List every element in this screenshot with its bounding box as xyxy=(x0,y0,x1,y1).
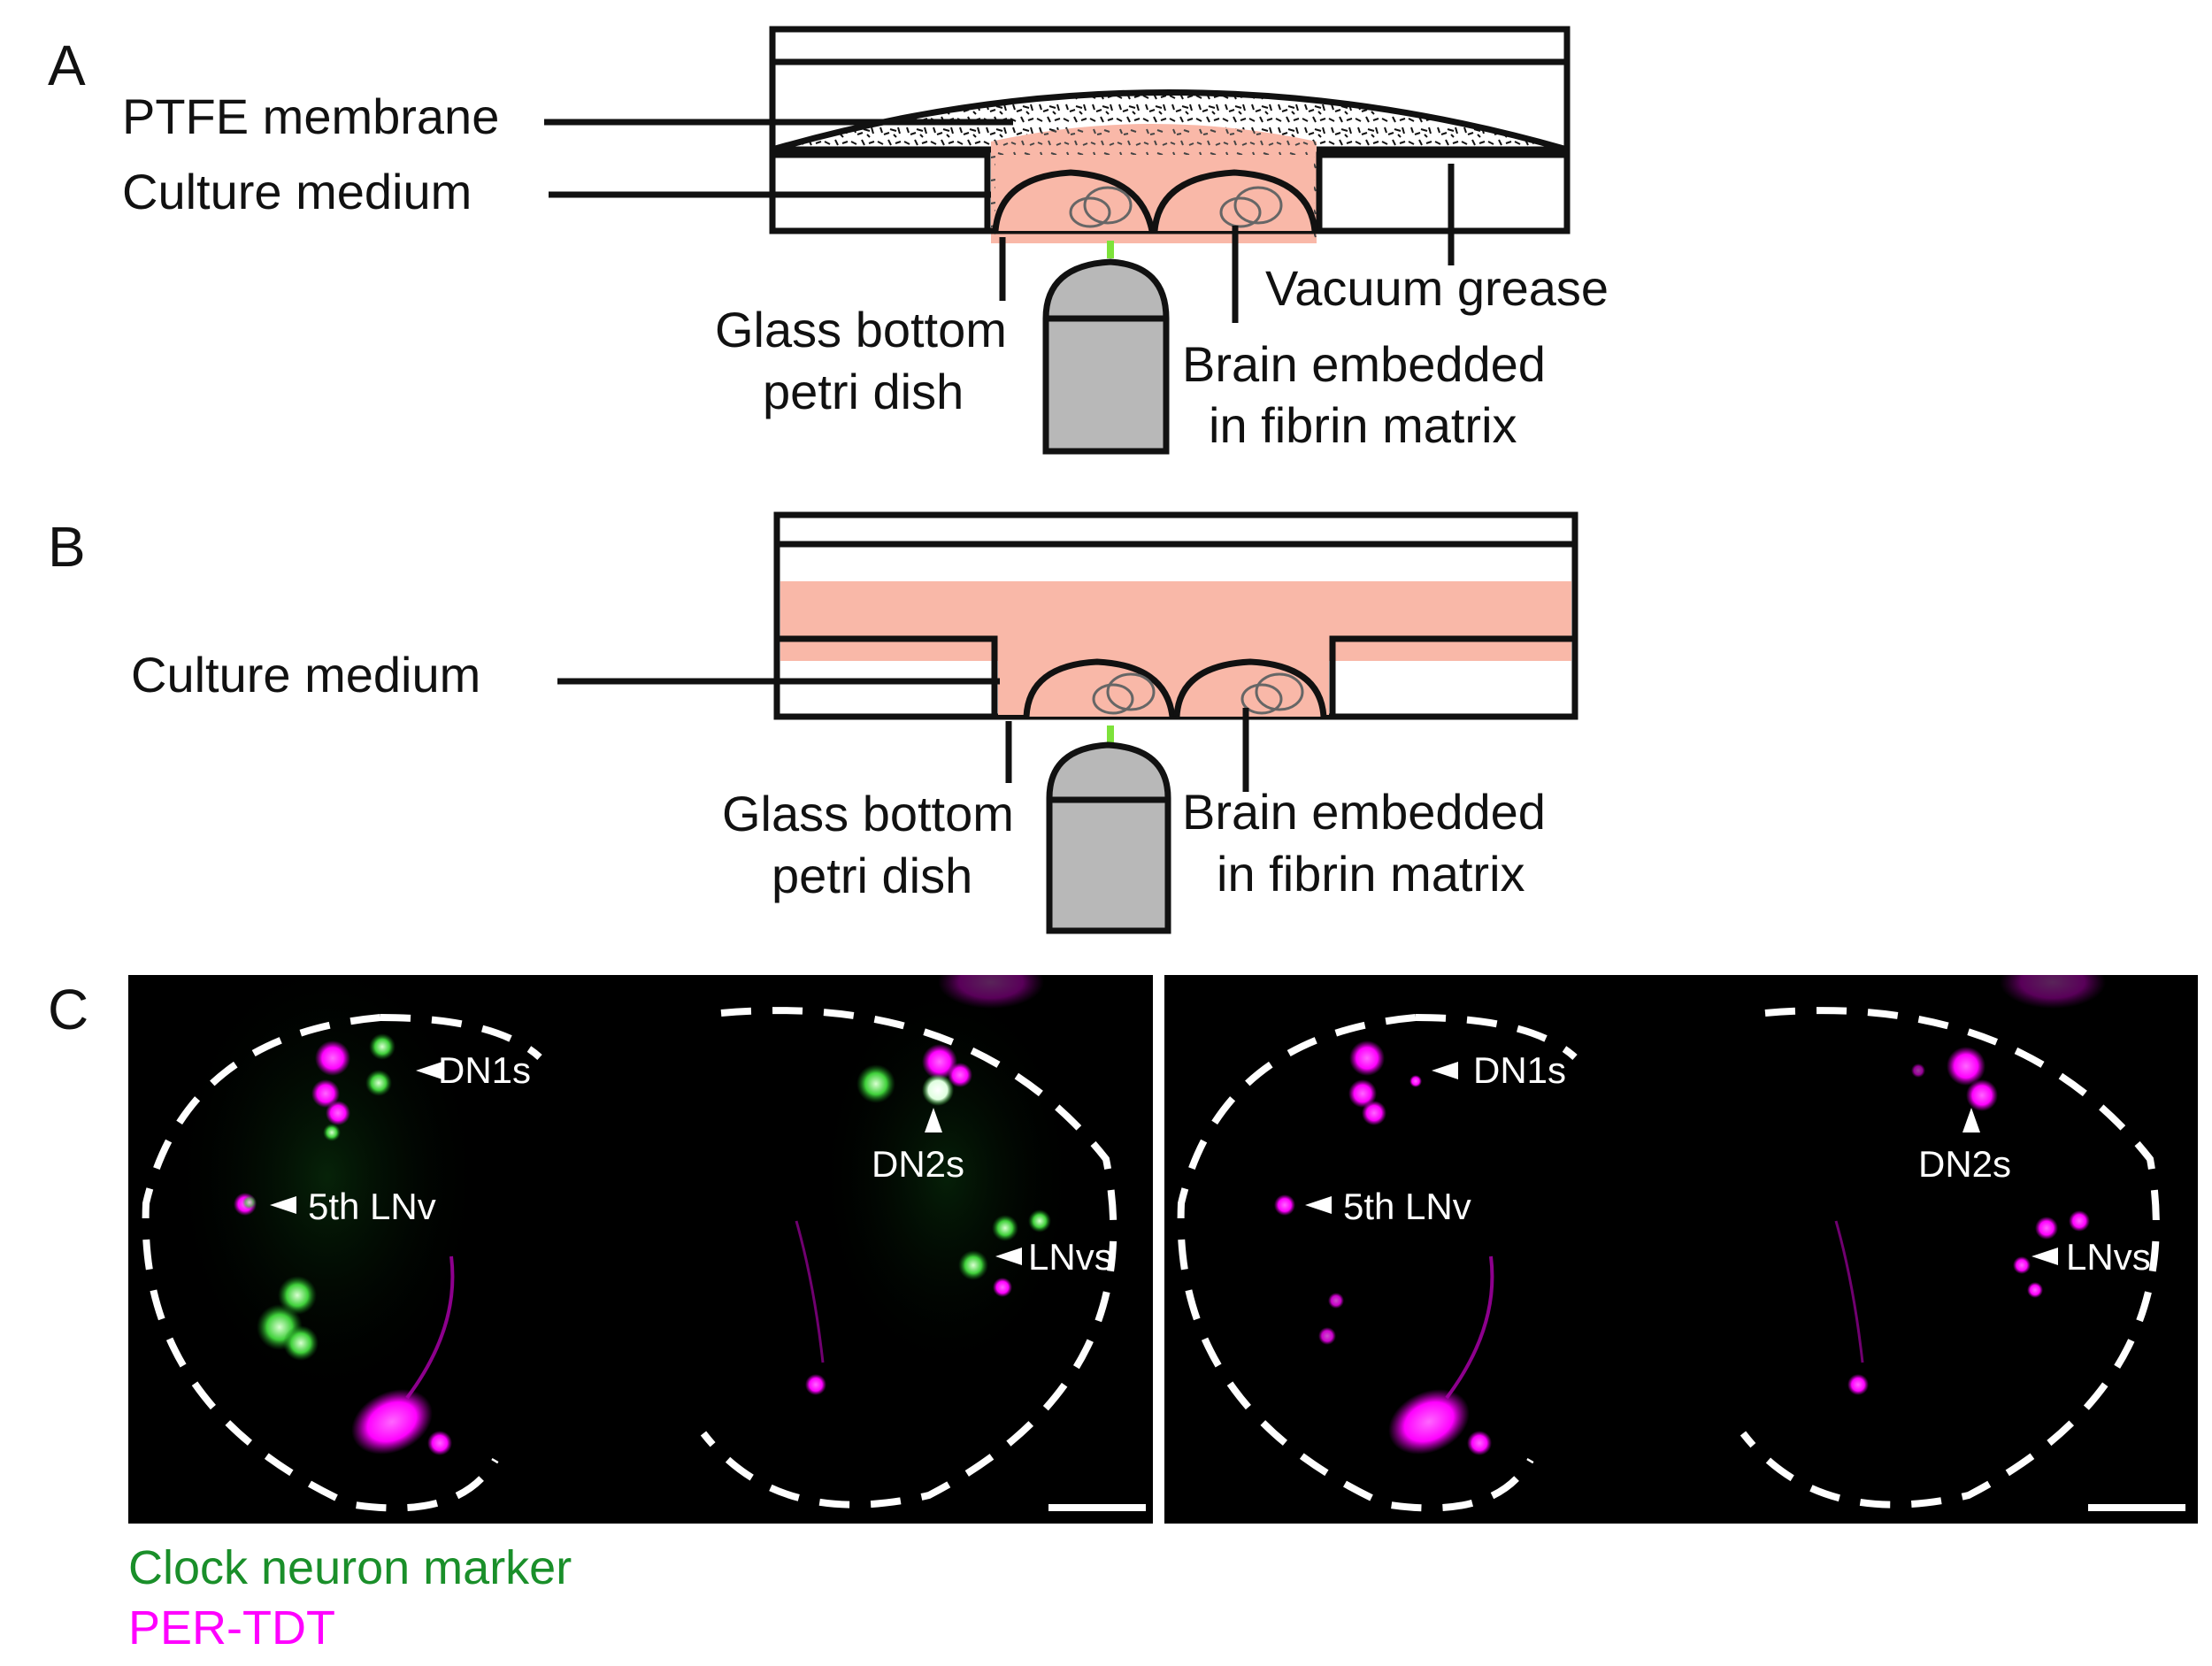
micrograph-merged: DN1s 5th LNv DN2s LNvs xyxy=(128,975,1153,1524)
label-dn1s-merged: DN1s xyxy=(438,1049,531,1091)
label-glass-bottom-b-2: petri dish xyxy=(772,848,972,903)
panel-a-letter: A xyxy=(48,34,86,97)
label-glass-bottom-a-2: petri dish xyxy=(763,364,964,419)
label-lnvs-merged: LNvs xyxy=(1028,1236,1113,1278)
lnvs-cell xyxy=(958,1250,988,1280)
panel-b-letter: B xyxy=(48,515,86,579)
label-dn1s-per-tdt: DN1s xyxy=(1473,1049,1566,1091)
panel-c-letter: C xyxy=(48,978,88,1041)
brain-left-b xyxy=(1023,658,1176,718)
label-brain-embedded-a-2: in fibrin matrix xyxy=(1209,397,1517,453)
label-vacuum-grease: Vacuum grease xyxy=(1265,260,1609,316)
scale-bar-per-tdt xyxy=(2088,1504,2185,1511)
scale-bar-merged xyxy=(1048,1504,1146,1511)
label-brain-embedded-b-1: Brain embedded xyxy=(1182,784,1546,840)
label-glass-bottom-b-1: Glass bottom xyxy=(722,786,1014,841)
dn2s-cell xyxy=(922,1074,954,1106)
micrograph-per-tdt: DN1s 5th LNv DN2s LNvs xyxy=(1164,975,2198,1524)
label-dn2s-per-tdt: DN2s xyxy=(1918,1143,2011,1185)
legend-per-tdt: PER-TDT xyxy=(128,1601,335,1654)
label-culture-medium-a: Culture medium xyxy=(122,164,472,219)
label-ptfe-membrane: PTFE membrane xyxy=(122,88,499,144)
dish-wall-right xyxy=(1316,151,1571,234)
brain-left-a xyxy=(992,169,1156,232)
dn1s-cell xyxy=(315,1040,350,1076)
brain-right-a xyxy=(1151,169,1318,232)
panel-a: A xyxy=(48,26,1609,455)
objective-lens-a xyxy=(1042,258,1170,455)
label-culture-medium-b: Culture medium xyxy=(131,647,480,702)
label-5th-lnv-merged: 5th LNv xyxy=(308,1186,436,1227)
legend-clock-neuron-marker: Clock neuron marker xyxy=(128,1541,572,1594)
culture-medium-b xyxy=(780,581,1571,661)
label-5th-lnv-per-tdt: 5th LNv xyxy=(1343,1186,1471,1227)
label-brain-embedded-a-1: Brain embedded xyxy=(1182,336,1546,392)
dish-wall-right-b xyxy=(1329,635,1578,720)
panel-b: B Culture medium Glass bottom petri dish… xyxy=(48,511,1578,934)
objective-lens-b xyxy=(1046,741,1171,934)
dish-outline-b xyxy=(773,511,1578,720)
label-brain-embedded-b-2: in fibrin matrix xyxy=(1217,846,1525,902)
label-lnvs-per-tdt: LNvs xyxy=(2066,1236,2151,1278)
brain-right-b xyxy=(1173,658,1327,718)
dish-wall-left-b xyxy=(773,635,998,720)
label-dn2s-merged: DN2s xyxy=(872,1143,964,1185)
label-glass-bottom-a-1: Glass bottom xyxy=(715,302,1007,357)
panel-c: C xyxy=(48,975,2198,1654)
